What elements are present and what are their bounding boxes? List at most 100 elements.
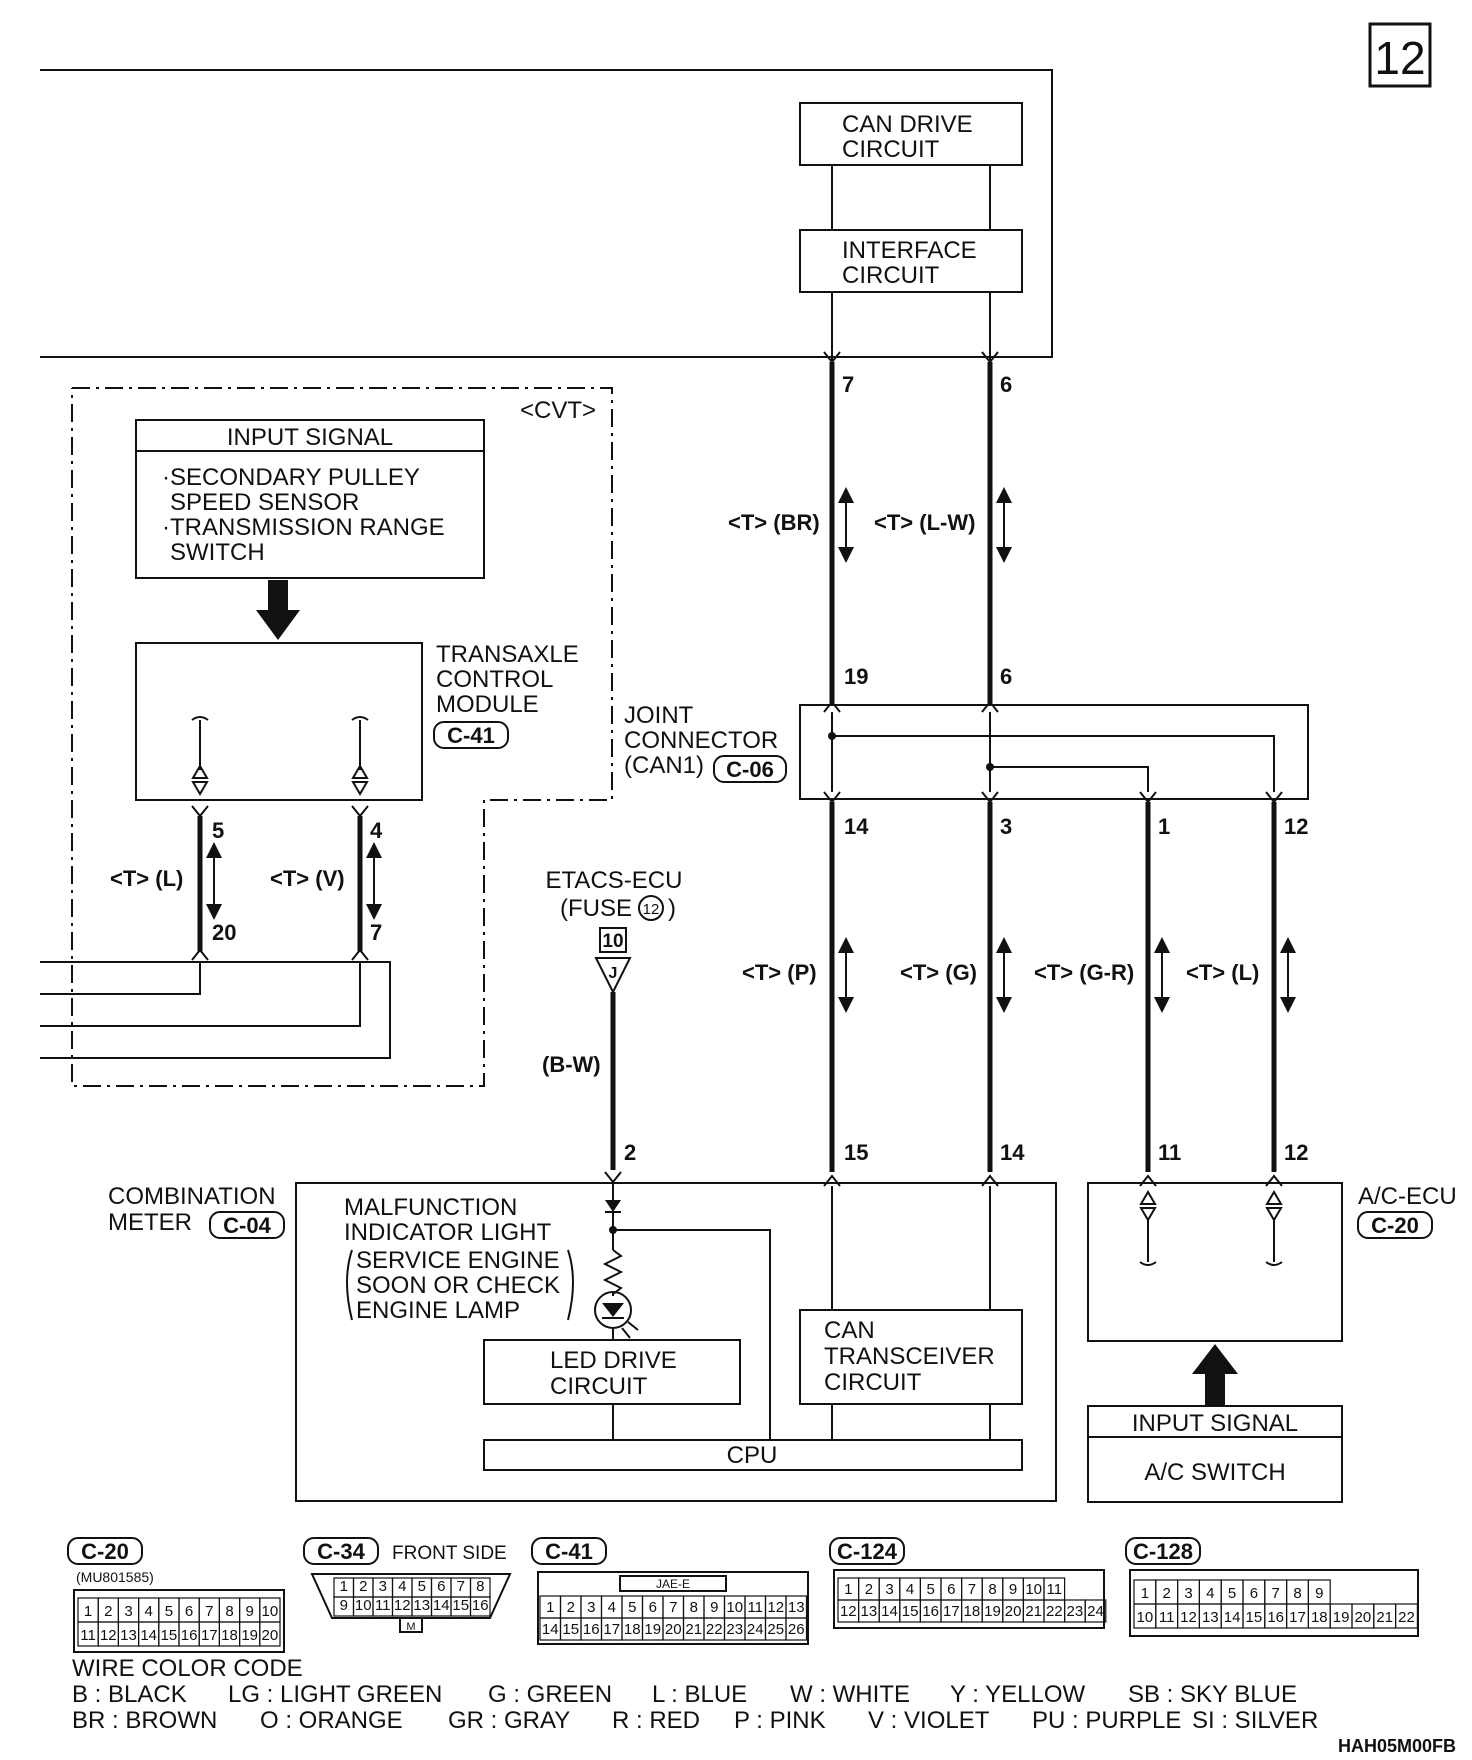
transceiver-diode-icon	[351, 764, 369, 796]
connector-pin-number: 1	[1141, 1585, 1149, 1602]
connector-pin-number: 3	[379, 1578, 387, 1595]
pin-tcm-4: 4	[370, 818, 383, 843]
connector-pin-number: 13	[1202, 1609, 1219, 1626]
connector-pin-number: 15	[902, 1603, 919, 1620]
page-number: 12	[1374, 32, 1425, 84]
connector-pin-number: 10	[1025, 1581, 1042, 1598]
ac-connector-id: C-20	[1371, 1213, 1419, 1238]
color-code-entry: GR : GRAY	[448, 1707, 570, 1734]
transceiver-diode-icon	[191, 764, 209, 796]
connector-pin-number: 9	[710, 1599, 718, 1616]
connector-terminal-icon	[981, 700, 999, 713]
connector-pin-cell	[469, 1596, 491, 1617]
page-number-box	[1368, 22, 1432, 88]
pin-joint-14: 14	[844, 814, 869, 839]
color-code-entry: R : RED	[612, 1707, 700, 1734]
ac-input-value: A/C SWITCH	[1144, 1459, 1285, 1486]
can-trans-line2: TRANSCEIVER	[824, 1343, 995, 1370]
connector-pin-number: 1	[84, 1603, 92, 1620]
connector-pin-number: 23	[1067, 1603, 1084, 1620]
pin-tcm-20: 20	[212, 920, 236, 945]
tcm-box	[135, 642, 423, 801]
connector-pin-number: 3	[885, 1581, 893, 1598]
fuse-terminal-box	[599, 927, 627, 953]
c41-mark: JAE-E	[656, 1577, 690, 1591]
connector-pin-number: 9	[340, 1597, 348, 1614]
connector-pin-number: 16	[472, 1597, 489, 1614]
mil-line1: MALFUNCTION	[344, 1194, 517, 1221]
connector-tag	[531, 1537, 607, 1565]
connector-tag	[1357, 1211, 1433, 1239]
connector-pin-number: 21	[1376, 1609, 1393, 1626]
fuse-number-circle	[638, 895, 664, 921]
color-code-entry: P : PINK	[734, 1707, 826, 1734]
color-code-entry: L : BLUE	[652, 1681, 747, 1708]
led-drive-circuit-box	[483, 1339, 741, 1405]
cvt-input-signal-box	[135, 419, 485, 579]
pin-top-br: 7	[842, 372, 854, 397]
mil-sub2: SOON OR CHECK	[356, 1272, 560, 1299]
transceiver-symbol-icon	[1139, 1261, 1157, 1266]
connector-pin-number: 1	[340, 1578, 348, 1595]
connector-pin-number: 26	[788, 1621, 805, 1638]
wire-label-bw: (B-W)	[542, 1052, 601, 1077]
joint-connector-box	[799, 704, 1309, 800]
connector-pin-number: 22	[706, 1621, 723, 1638]
wire-label-l-ac: <T> (L)	[1186, 960, 1259, 985]
connector-pin-number: 7	[1272, 1585, 1280, 1602]
connector-pin-number: 11	[375, 1597, 391, 1614]
connector-pin-number: 3	[1184, 1585, 1192, 1602]
color-code-entry: V : VIOLET	[868, 1707, 990, 1734]
connector-pin-number: 14	[542, 1621, 559, 1638]
connector-pin-number: 9	[246, 1603, 254, 1620]
connector-pin-number: 4	[608, 1599, 616, 1616]
wire-label-g: <T> (G)	[900, 960, 977, 985]
connector-pin-number: 6	[1250, 1585, 1258, 1602]
c124-label: C-124	[837, 1539, 898, 1564]
pin-meter-2: 2	[624, 1140, 636, 1165]
connector-pin-cell	[785, 1617, 808, 1641]
connector-pin-number: 2	[567, 1599, 575, 1616]
connector-tag	[209, 1211, 285, 1239]
connector-tag	[829, 1537, 905, 1565]
connector-terminal-icon	[351, 948, 369, 961]
connector-pin-number: 2	[104, 1603, 112, 1620]
c20-label: C-20	[81, 1539, 129, 1564]
connector-tag	[713, 755, 787, 783]
paren-left-icon	[346, 1249, 353, 1321]
connector-pin-number: 15	[562, 1621, 579, 1638]
connector-pin-number: 15	[161, 1627, 178, 1644]
connector-pin-number: 10	[262, 1603, 279, 1620]
connector-pin-number: 20	[665, 1621, 682, 1638]
etacs-line2: (FUSE	[560, 895, 632, 922]
diagram-code: HAH05M00FB	[1338, 1736, 1456, 1756]
color-code-entry: BR : BROWN	[72, 1707, 217, 1734]
fuse-connector-icon	[594, 957, 632, 995]
connector-pin-number: 22	[1398, 1609, 1415, 1626]
connector-pin-number: 22	[1046, 1603, 1063, 1620]
connector-pin-number: 10	[726, 1599, 743, 1616]
connector-pin-number: 8	[988, 1581, 996, 1598]
transceiver-symbol-icon	[191, 716, 209, 721]
connector-pin-cell	[1394, 1603, 1418, 1629]
connector-pin-number: 1	[546, 1599, 554, 1616]
fuse-number: 12	[643, 901, 660, 918]
c34-label: C-34	[317, 1539, 365, 1564]
connector-pin-number: 18	[964, 1603, 981, 1620]
wire-label-br: <T> (BR)	[728, 510, 820, 535]
connector-pin-number: 8	[225, 1603, 233, 1620]
can-trans-line1: CAN	[824, 1317, 875, 1344]
connector-pin-number: 11	[80, 1627, 96, 1644]
connector-terminal-icon	[191, 805, 209, 818]
tcm-line1: TRANSAXLE	[436, 641, 579, 668]
connector-pin-number: 20	[1005, 1603, 1022, 1620]
wire-label-lw: <T> (L-W)	[874, 510, 975, 535]
connector-pin-number: 6	[185, 1603, 193, 1620]
connector-pin-number: 13	[861, 1603, 878, 1620]
connector-pin-number: 5	[628, 1599, 636, 1616]
